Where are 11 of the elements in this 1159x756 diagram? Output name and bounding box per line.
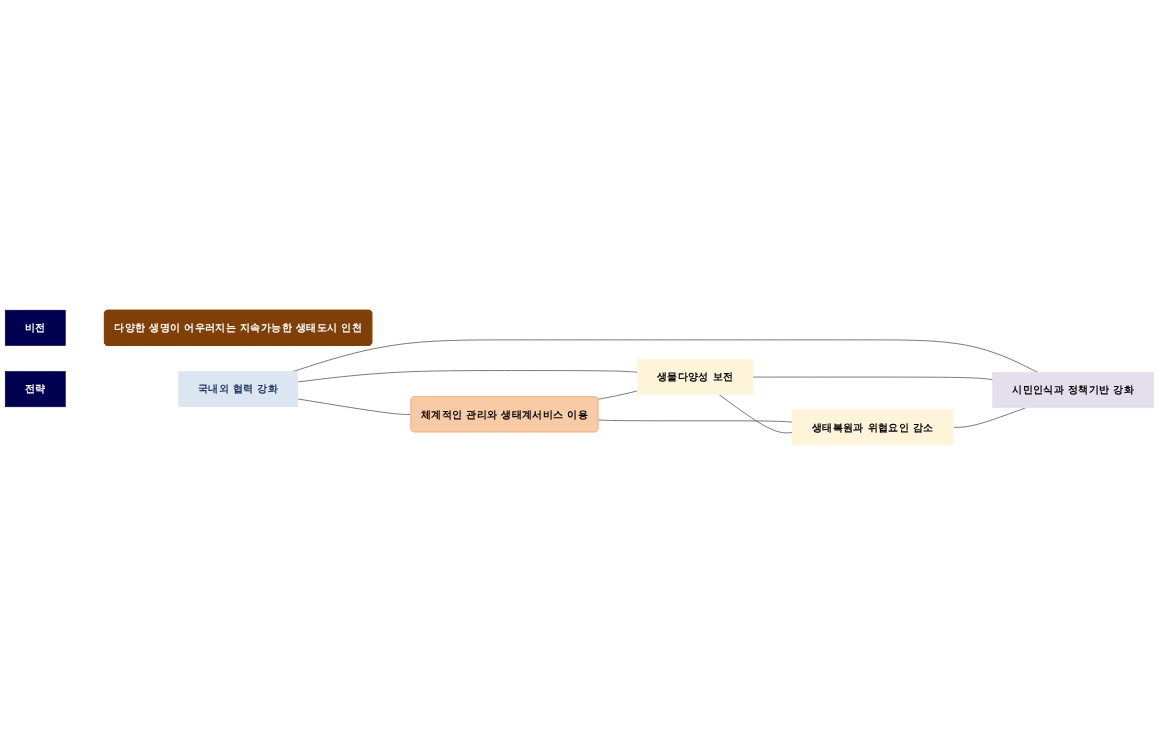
connector xyxy=(752,377,993,381)
node-box: 전략 xyxy=(4,371,66,408)
node-box: 비전 xyxy=(4,310,66,347)
connector xyxy=(597,391,638,400)
connector xyxy=(297,399,412,416)
connector xyxy=(297,370,638,383)
node-box: 생물다양성 보전 xyxy=(636,359,754,396)
node-box: 생태복원과 위협요인 감소 xyxy=(791,409,954,446)
connector xyxy=(598,420,793,423)
node-box: 국내외 협력 강화 xyxy=(178,371,299,408)
node-box: 시민인식과 정책기반 강화 xyxy=(992,372,1155,409)
